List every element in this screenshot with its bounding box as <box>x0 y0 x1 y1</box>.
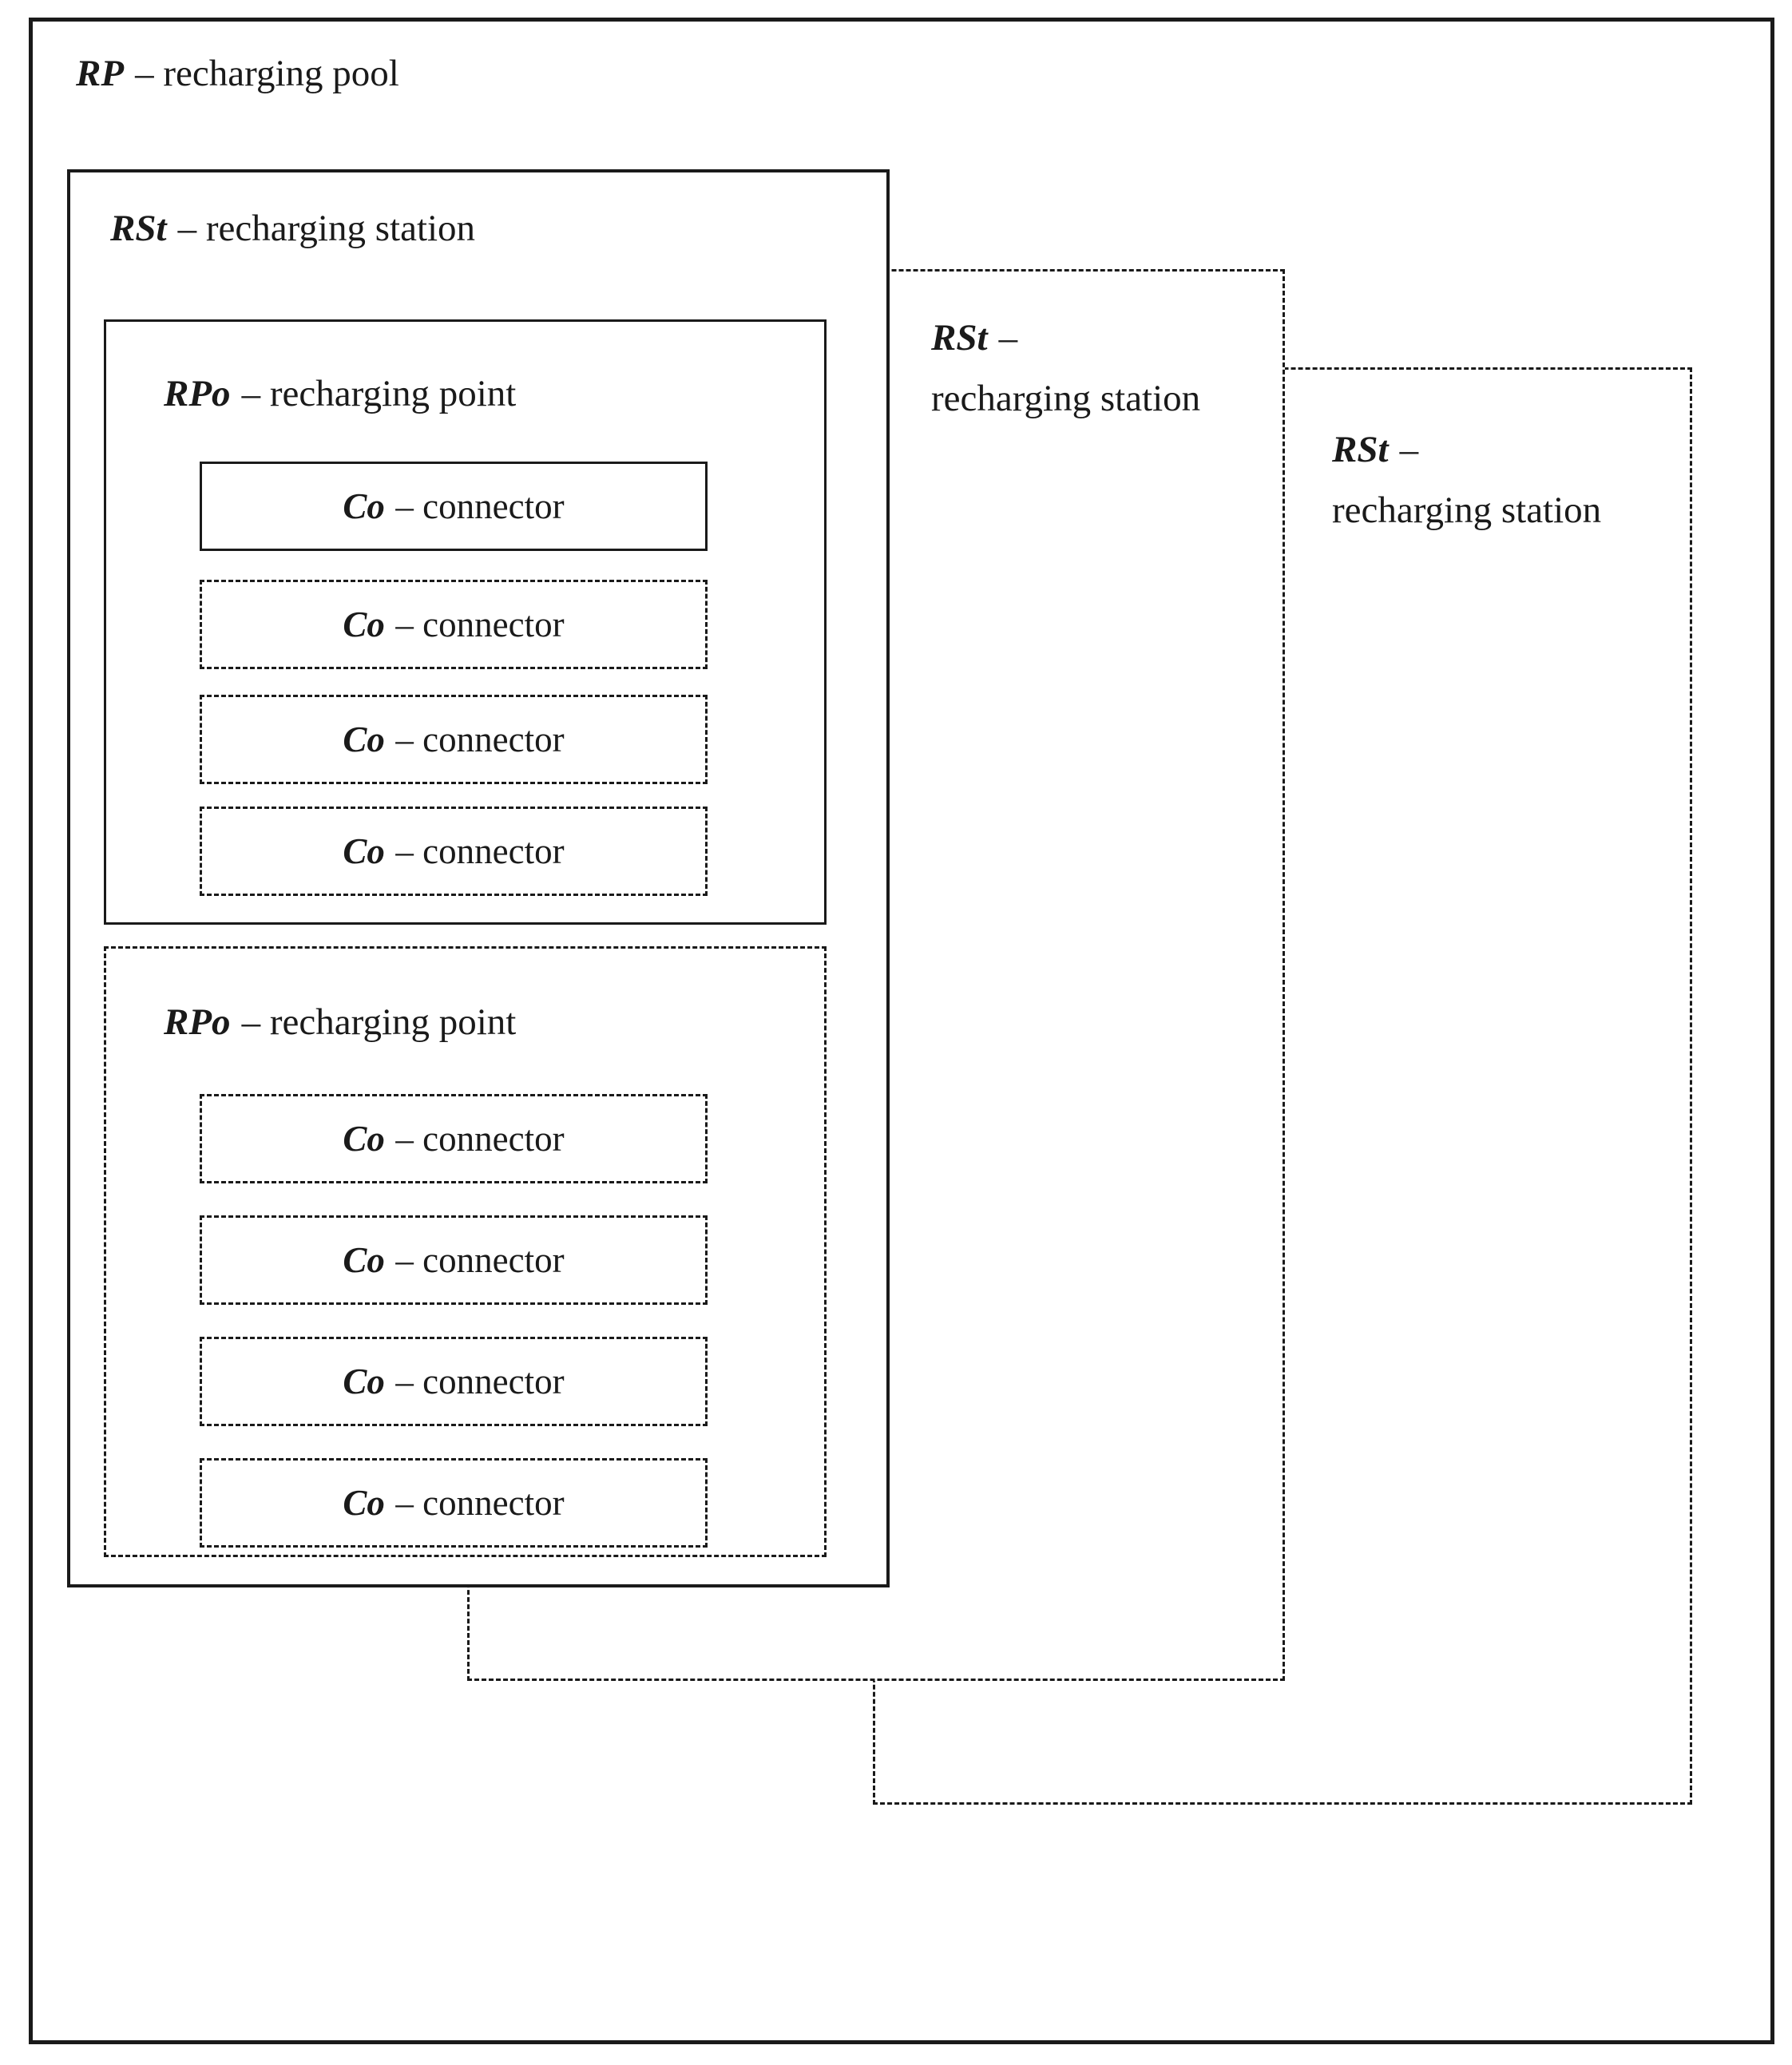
connector-2-2-abbr: Co <box>343 1239 385 1280</box>
recharging-station-back-dash: – <box>1399 429 1419 470</box>
recharging-station-middle-line1: RSt– <box>931 307 1200 368</box>
connector-box-1-1: Co– connector <box>200 462 708 551</box>
recharging-pool-label: RP– recharging pool <box>76 50 399 97</box>
connector-box-2-4: Co– connector <box>200 1458 708 1548</box>
recharging-point-box-1: RPo– recharging point Co– connector Co– … <box>104 319 827 925</box>
connector-1-4-text: – connector <box>395 830 565 871</box>
recharging-station-front-label: RSt– recharging station <box>110 204 475 252</box>
connector-1-3-abbr: Co <box>343 719 385 759</box>
recharging-station-back-abbr: RSt <box>1332 429 1389 470</box>
recharging-pool-abbr: RP <box>76 53 125 94</box>
recharging-point-1-text: – recharging point <box>241 373 517 414</box>
recharging-point-2-label: RPo– recharging point <box>164 998 516 1046</box>
recharging-station-middle-dash: – <box>998 317 1018 359</box>
connector-2-3-text: – connector <box>395 1361 565 1401</box>
connector-2-2-text: – connector <box>395 1239 565 1280</box>
connector-2-1-text: – connector <box>395 1118 565 1159</box>
connector-1-2-abbr: Co <box>343 604 385 644</box>
recharging-point-1-label: RPo– recharging point <box>164 370 516 418</box>
connector-2-1-abbr: Co <box>343 1118 385 1159</box>
connector-box-2-1: Co– connector <box>200 1094 708 1183</box>
connector-box-2-2: Co– connector <box>200 1215 708 1305</box>
connector-1-2-text: – connector <box>395 604 565 644</box>
connector-1-3-text: – connector <box>395 719 565 759</box>
connector-1-1-text: – connector <box>395 486 565 526</box>
recharging-station-middle-abbr: RSt <box>931 317 988 359</box>
recharging-station-back-line2: recharging station <box>1332 489 1602 531</box>
recharging-pool-text: – recharging pool <box>135 53 399 94</box>
connector-box-2-3: Co– connector <box>200 1337 708 1426</box>
recharging-station-back-label: RSt– recharging station <box>1332 419 1601 541</box>
recharging-point-box-2: RPo– recharging point Co– connector Co– … <box>104 946 827 1557</box>
connector-box-1-4: Co– connector <box>200 807 708 896</box>
recharging-station-back-line1: RSt– <box>1332 419 1601 480</box>
recharging-station-middle-line2: recharging station <box>931 378 1201 419</box>
recharging-station-front-abbr: RSt <box>110 208 167 249</box>
connector-1-1-abbr: Co <box>343 486 385 526</box>
connector-2-4-text: – connector <box>395 1482 565 1523</box>
connector-box-1-2: Co– connector <box>200 580 708 669</box>
recharging-point-2-abbr: RPo <box>164 1001 231 1043</box>
connector-2-3-abbr: Co <box>343 1361 385 1401</box>
recharging-station-box-front: RSt– recharging station RPo– recharging … <box>67 169 890 1587</box>
recharging-station-middle-label: RSt– recharging station <box>931 307 1200 429</box>
recharging-point-1-abbr: RPo <box>164 373 231 414</box>
recharging-station-front-text: – recharging station <box>177 208 476 249</box>
connector-box-1-3: Co– connector <box>200 695 708 784</box>
recharging-point-2-text: – recharging point <box>241 1001 517 1043</box>
connector-2-4-abbr: Co <box>343 1482 385 1523</box>
connector-1-4-abbr: Co <box>343 830 385 871</box>
recharging-pool-box: RP– recharging pool RSt– recharging stat… <box>29 18 1774 2044</box>
